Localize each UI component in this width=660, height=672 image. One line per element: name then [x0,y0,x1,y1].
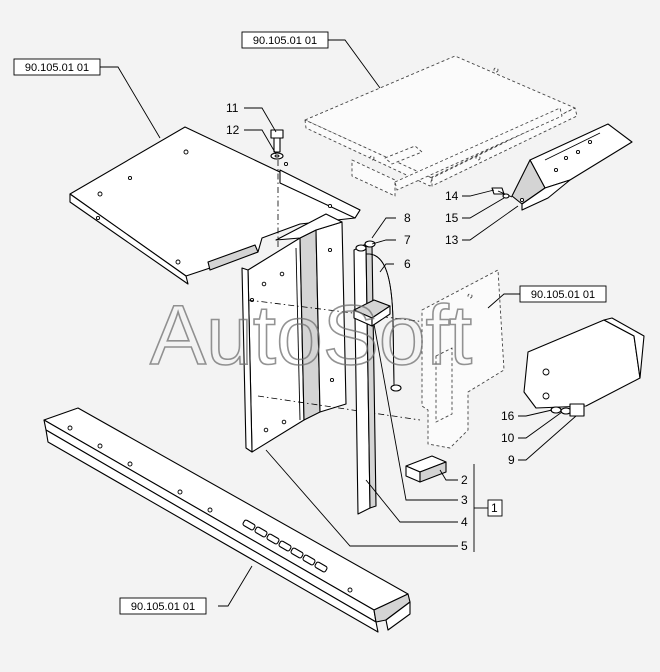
part-number-2: 2 [461,473,468,487]
leader-lines [100,39,577,607]
ghost-cover-plate [304,55,578,197]
ref-label: 90.105.01 01 [531,289,595,301]
part-number-13: 13 [445,233,459,247]
ref-label: 90.105.01 01 [131,601,195,613]
part-number-4: 4 [461,515,468,529]
part-number-10: 10 [501,431,515,445]
part-numbers: 11 12 8 7 6 14 15 13 16 10 9 2 3 4 5 1 [226,101,515,553]
tube [365,253,402,392]
central-column [241,213,347,453]
ref-box-top-center[interactable]: 90.105.01 01 [241,31,329,49]
part-number-8: 8 [404,211,411,225]
part-number-14: 14 [445,189,459,203]
long-beam [43,407,411,633]
beam-slots [242,519,328,573]
group-box-1 [487,499,503,517]
right-plate [523,317,645,409]
part-number-5: 5 [461,539,468,553]
bolt-14 [491,187,513,198]
part-number-16: 16 [501,409,515,423]
washer-15 [502,193,510,199]
part-number-12: 12 [226,123,240,137]
seal-block [353,299,391,327]
center-line [257,395,421,421]
bolt-9 [569,403,585,417]
part-number-6: 6 [404,257,411,271]
small-block [405,455,447,483]
part-number-7: 7 [404,233,411,247]
part-number-15: 15 [445,211,459,225]
ref-box-mid-right[interactable]: 90.105.01 01 [519,285,607,303]
washer-7 [355,244,367,252]
ref-box-top-left[interactable]: 90.105.01 01 [13,58,101,76]
washer-16 [550,406,562,414]
floor-plate [69,126,361,285]
washer-8 [364,240,376,248]
watermark-text: AutoSoft [150,288,472,382]
part-number-9: 9 [508,453,515,467]
bolt-11 [270,129,284,153]
part-number-11: 11 [226,101,239,115]
side-bracket [511,123,633,211]
ref-box-bottom[interactable]: 90.105.01 01 [119,597,207,615]
part-number-1: 1 [491,501,498,515]
washer-12 [270,152,284,160]
ref-label: 90.105.01 01 [253,35,317,47]
ghost-side-panel [421,269,505,449]
part-number-3: 3 [461,493,468,507]
ref-label: 90.105.01 01 [25,62,89,74]
